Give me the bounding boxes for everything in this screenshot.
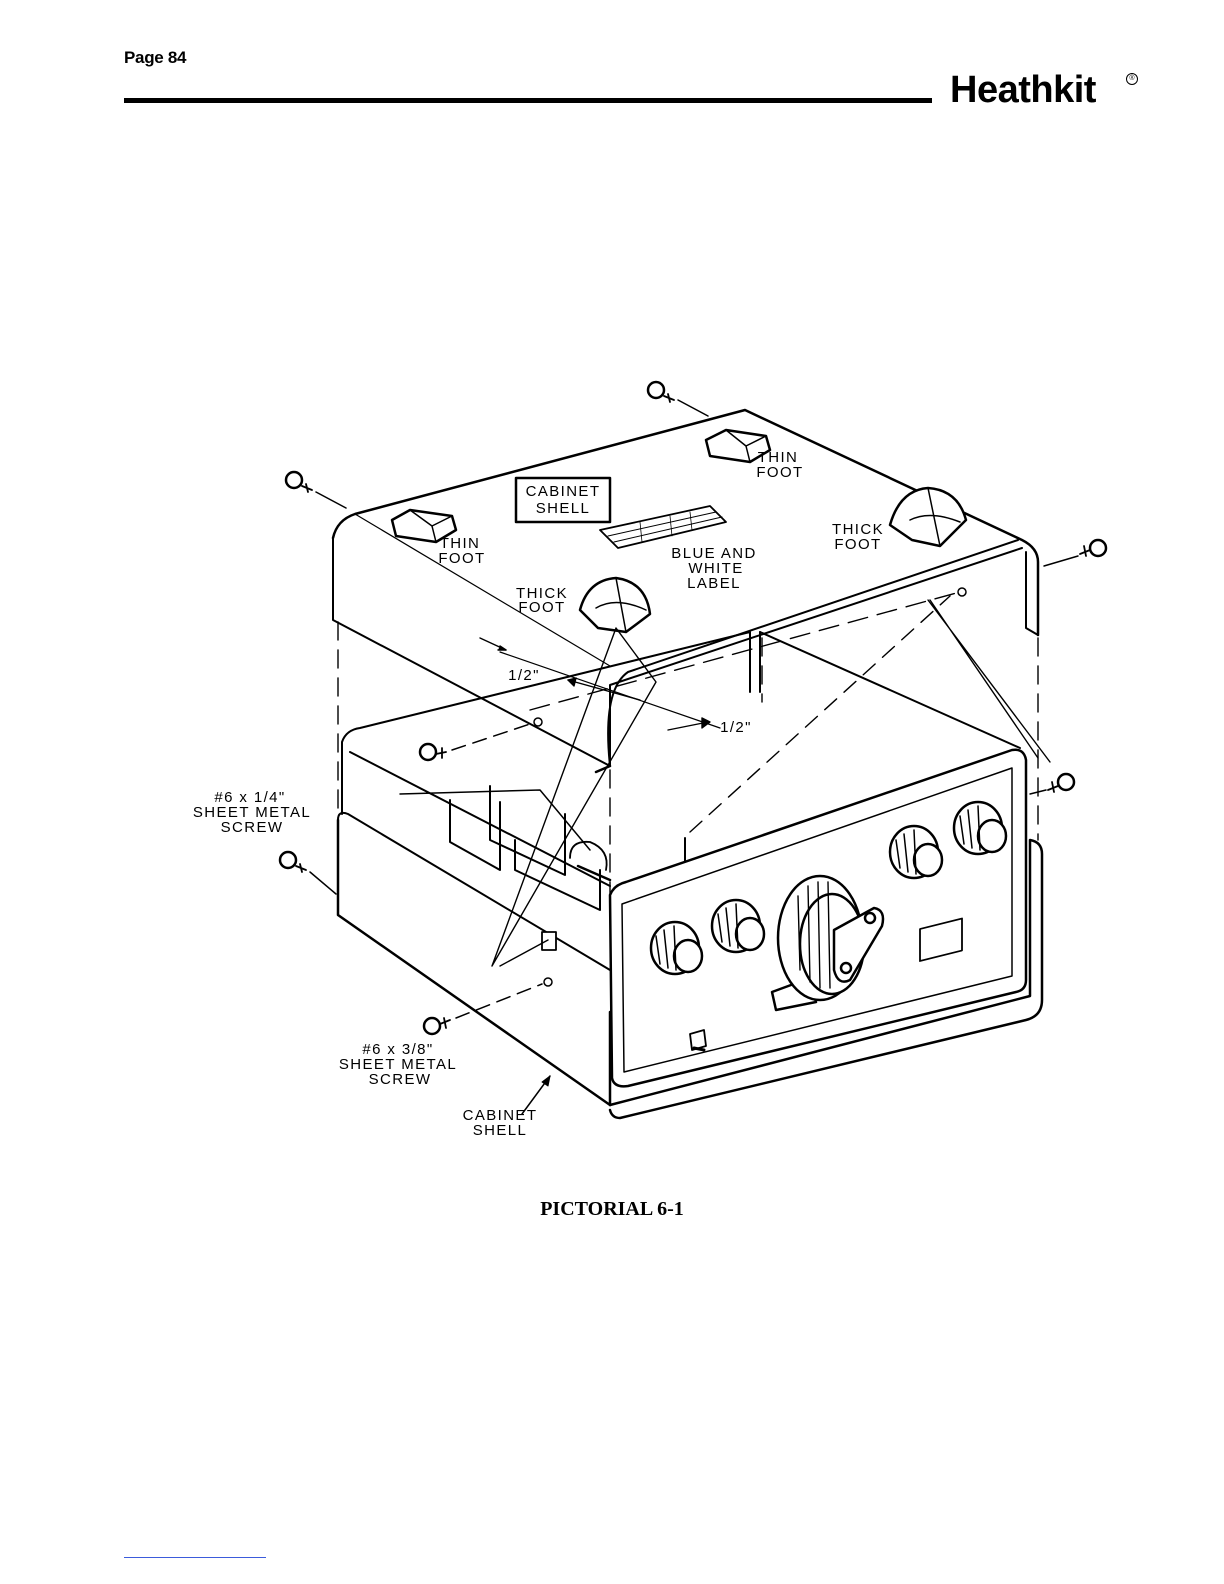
cabinet-shell-bottom-label-2: SHELL — [473, 1122, 528, 1139]
thick-foot-front — [580, 578, 650, 632]
upper-cabinet-shell — [333, 410, 1038, 772]
rivet-hole — [544, 978, 552, 986]
rivet-hole — [534, 718, 542, 726]
screw-icon — [280, 852, 336, 894]
blue-white-label-3: LABEL — [687, 575, 741, 592]
page-number: Page 84 — [124, 48, 186, 68]
toggle-switch[interactable] — [690, 1030, 706, 1050]
registered-mark: ® — [1126, 73, 1138, 85]
screw-icon — [424, 984, 542, 1034]
screw-icon — [1044, 540, 1106, 566]
blue-and-white-label — [600, 506, 726, 548]
rivet-hole — [958, 588, 966, 596]
pictorial-6-1-illustration: CABINET SHELL THIN FOOT THIN FOOT THICK … — [170, 370, 1130, 1160]
screw-three-eighths-label-3: SCREW — [369, 1071, 432, 1088]
header-rule — [124, 98, 932, 103]
screw-icon — [286, 472, 346, 508]
dimension-left-label: 1/2" — [508, 667, 540, 684]
screw-icon — [1030, 774, 1074, 794]
thick-foot-front-label-2: FOOT — [518, 599, 565, 616]
thick-foot-right — [890, 488, 966, 546]
cabinet-shell-top-label-1: CABINET — [526, 483, 601, 500]
screw-quarter-label-3: SCREW — [221, 819, 284, 836]
footer-link-underline — [124, 1557, 266, 1558]
thin-foot-right-label-2: FOOT — [756, 464, 803, 481]
thin-foot-left-label-2: FOOT — [438, 550, 485, 567]
screw-icon — [648, 382, 708, 416]
figure-caption: PICTORIAL 6-1 — [0, 1198, 1224, 1221]
screw-icon — [420, 724, 530, 760]
cabinet-shell-top-label-2: SHELL — [536, 500, 591, 517]
thick-foot-right-label-2: FOOT — [834, 536, 881, 553]
heathkit-logo: Heathkit — [950, 70, 1096, 110]
dimension-right-label: 1/2" — [720, 719, 752, 736]
